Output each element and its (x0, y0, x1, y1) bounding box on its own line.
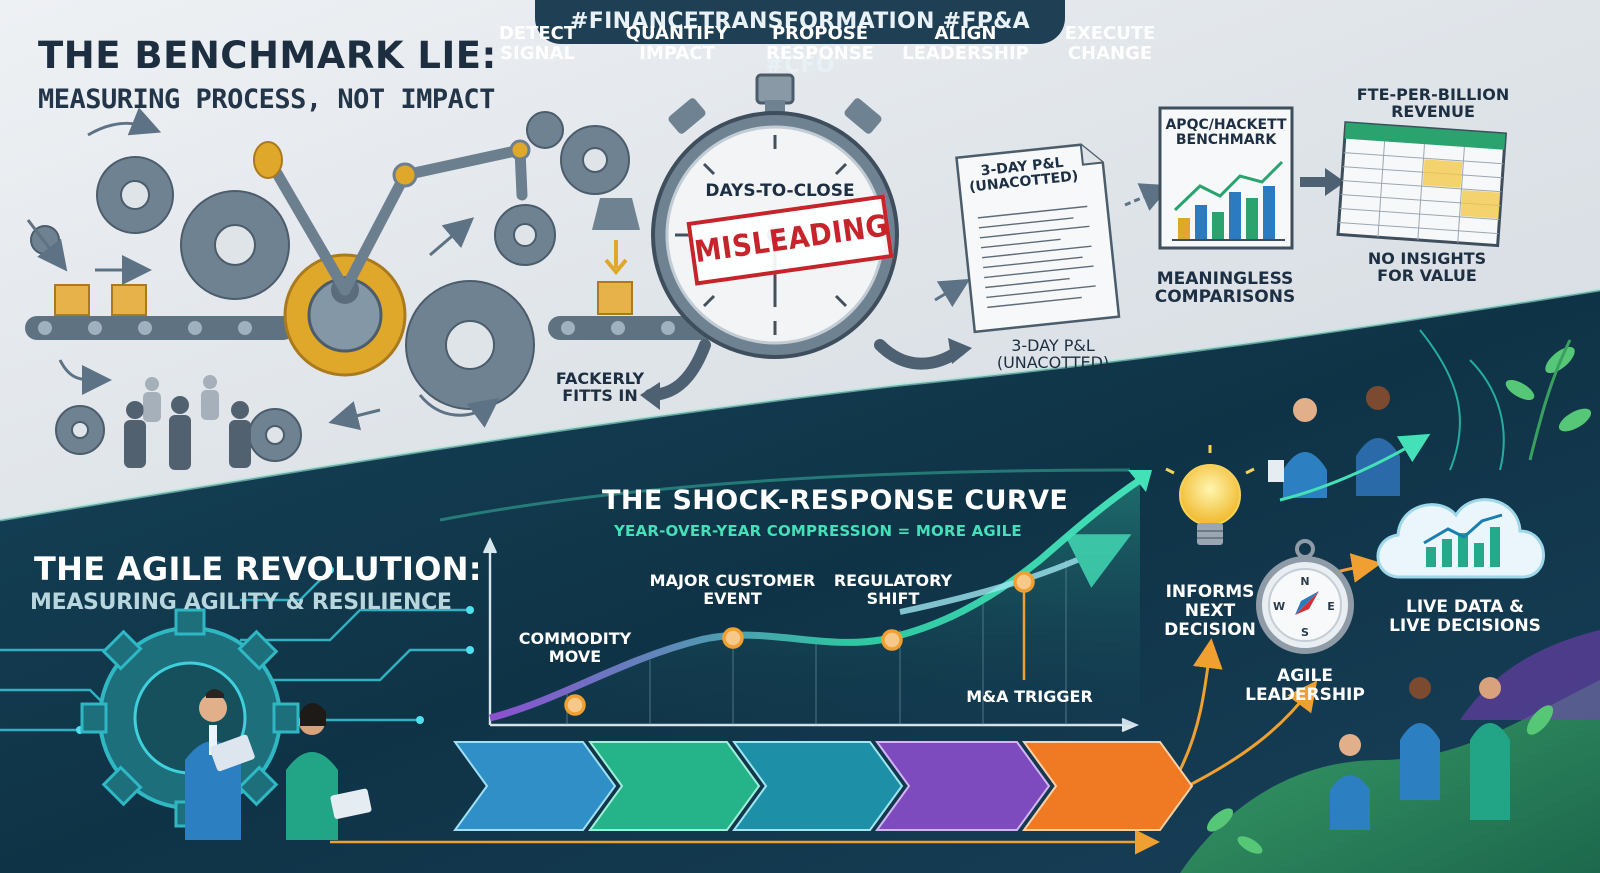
step-propose-response: PROPOSE RESPONSE (766, 23, 874, 64)
benchmark-caption: MEANINGLESS COMPARISONS (1154, 269, 1296, 308)
agile-title: THE AGILE REVOLUTION: (34, 550, 482, 588)
hashtag-banner: #FINANCETRANSFORMATION #FP&A #CFO (535, 0, 1065, 78)
fackerly-label: FACKERLY FITTS IN (555, 369, 645, 406)
fte-title: FTE-PER-BILLION REVENUE (1356, 85, 1510, 122)
event-customer-label: MAJOR CUSTOMER EVENT (649, 571, 816, 608)
step-execute-change: EXECUTE CHANGE (1064, 23, 1156, 64)
event-commodity-label: COMMODITY MOVE (518, 629, 632, 666)
curve-subtitle: YEAR-OVER-YEAR COMPRESSION = MORE AGILE (614, 522, 1022, 540)
event-regulatory-label: REGULATORY SHIFT (833, 571, 953, 608)
svg-text:W: W (1273, 600, 1285, 613)
informs-label: INFORMS NEXT DECISION (1164, 582, 1256, 641)
event-ma-label: M&A TRIGGER (966, 687, 1093, 706)
benchmark-card-title: APQC/HACKETT BENCHMARK (1165, 117, 1287, 149)
svg-text:N: N (1300, 575, 1309, 588)
curve-title: THE SHOCK-RESPONSE CURVE (602, 485, 1069, 516)
agile-subtitle: MEASURING AGILITY & RESILIENCE (30, 590, 452, 615)
step-align-leadership: ALIGN LEADERSHIP (902, 23, 1029, 64)
benchmark-title: THE BENCHMARK LIE: (38, 34, 497, 77)
live-data-label: LIVE DATA & LIVE DECISIONS (1389, 597, 1541, 637)
leadership-label: AGILE LEADERSHIP (1245, 666, 1365, 706)
stopwatch-label: DAYS-TO-CLOSE (705, 181, 855, 201)
step-detect-signal: DETECT SIGNAL (498, 23, 577, 64)
fte-caption: NO INSIGHTS FOR VALUE (1367, 249, 1487, 286)
svg-text:E: E (1327, 600, 1335, 613)
svg-text:S: S (1301, 626, 1309, 639)
report-caption: 3-DAY P&L (UNACOTTED) (996, 336, 1110, 373)
benchmark-subtitle: MEASURING PROCESS, NOT IMPACT (38, 84, 495, 115)
step-quantify-impact: QUANTIFY IMPACT (625, 23, 729, 64)
